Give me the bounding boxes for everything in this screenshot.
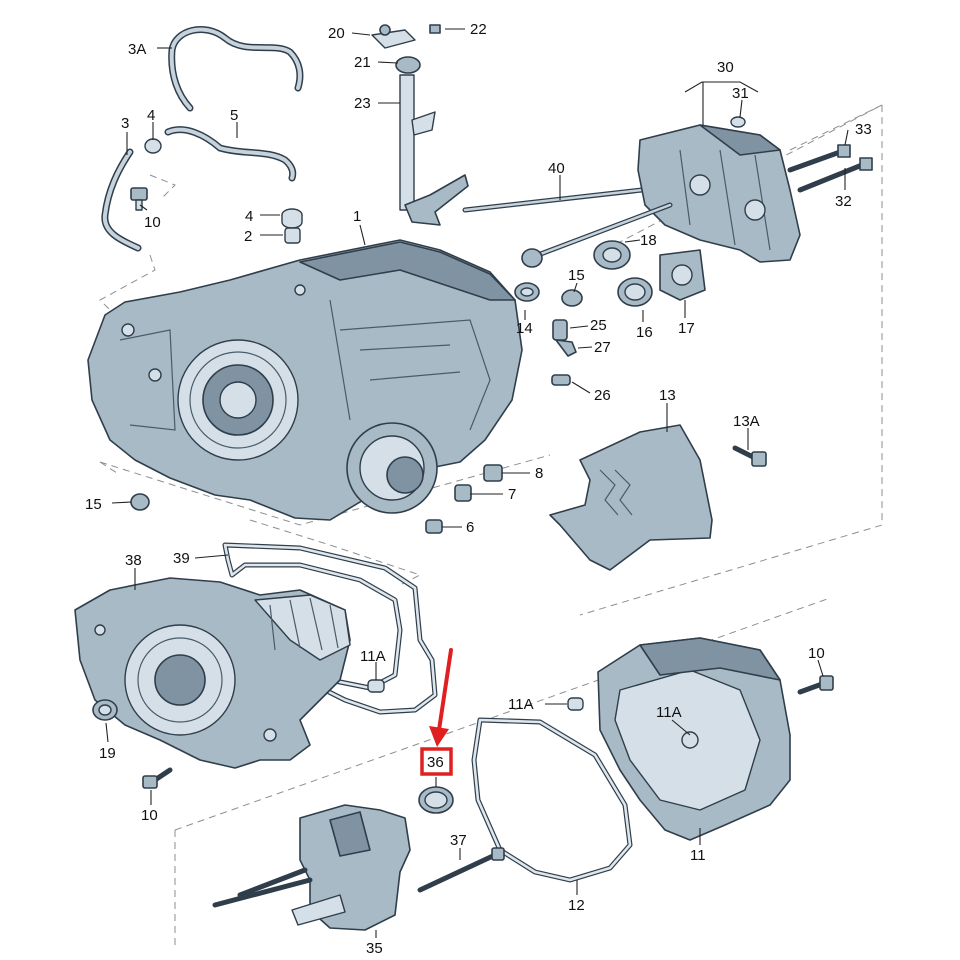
nut-15-lower <box>130 493 150 511</box>
seal-19 <box>92 699 118 721</box>
gearbox-38 <box>74 577 351 769</box>
bracket-35 <box>212 804 411 931</box>
bolt-10-lower-right <box>797 675 834 695</box>
label-26: 26 <box>594 387 611 404</box>
highlight-marker <box>420 648 453 776</box>
plug-6 <box>425 519 443 534</box>
gasket-12 <box>471 717 633 883</box>
cap-4 <box>281 208 303 229</box>
label-5: 5 <box>230 107 238 124</box>
bolt-13a <box>732 445 767 467</box>
bolt-32 <box>797 157 873 193</box>
seal-14 <box>514 282 540 302</box>
label-21: 21 <box>354 54 371 71</box>
plug-8 <box>483 464 503 482</box>
label-35: 35 <box>366 940 383 957</box>
label-12: 12 <box>568 897 585 914</box>
label-1: 1 <box>353 208 361 225</box>
highlight-box <box>420 747 453 776</box>
label-31: 31 <box>732 85 749 102</box>
plug-7 <box>454 484 472 502</box>
label-13: 13 <box>659 387 676 404</box>
label-17: 17 <box>678 320 695 337</box>
label-37: 37 <box>450 832 467 849</box>
output-shaft <box>521 202 673 268</box>
label-15-lower: 15 <box>85 496 102 513</box>
highlight-arrow-line <box>437 648 453 732</box>
nut-15-upper <box>561 289 583 307</box>
label-33: 33 <box>855 121 872 138</box>
label-36: 36 <box>427 754 444 771</box>
label-38: 38 <box>125 552 142 569</box>
label-14: 14 <box>516 320 533 337</box>
label-40: 40 <box>548 160 565 177</box>
pin-11a-left <box>367 679 385 693</box>
callout-labels: 3A 3 4 5 10 4 2 1 20 22 21 23 30 31 33 3… <box>85 21 872 957</box>
highlight-arrow-head <box>429 726 449 747</box>
label-11: 11 <box>690 847 706 864</box>
label-2: 2 <box>244 228 252 245</box>
label-4-cap: 4 <box>245 208 253 225</box>
shift-rod-40 <box>462 187 645 213</box>
bearing-18 <box>593 240 631 270</box>
bolt-10-upper <box>130 187 148 211</box>
label-11a-left: 11A <box>360 648 386 665</box>
label-10-lower-left: 10 <box>141 807 158 824</box>
shift-lever-assembly <box>371 24 469 226</box>
pin-11a-right <box>567 697 584 711</box>
label-3: 3 <box>121 115 129 132</box>
flange-17 <box>659 249 706 301</box>
label-4-hose: 4 <box>147 107 155 124</box>
label-13a: 13A <box>733 413 760 430</box>
label-39: 39 <box>173 550 190 567</box>
label-10-lower-right: 10 <box>808 645 825 662</box>
label-16: 16 <box>636 324 653 341</box>
label-3a: 3A <box>128 41 146 58</box>
label-15-upper: 15 <box>568 267 585 284</box>
label-20: 20 <box>328 25 345 42</box>
bolt-33 <box>787 144 851 173</box>
label-30: 30 <box>717 59 734 76</box>
label-11a-middle: 11A <box>508 696 534 713</box>
sensor-25 <box>552 319 577 357</box>
label-19: 19 <box>99 745 116 762</box>
rear-cover-11 <box>597 637 791 841</box>
transmission-housing-1 <box>87 239 523 521</box>
label-22: 22 <box>470 21 487 38</box>
leader-lines <box>105 28 849 938</box>
bolt-37 <box>417 847 505 893</box>
plug-26 <box>551 374 571 386</box>
breather-hose-5 <box>164 126 297 182</box>
label-8: 8 <box>535 465 543 482</box>
label-7: 7 <box>508 486 516 503</box>
bolt-10-lower-left <box>142 767 173 789</box>
label-10-upper: 10 <box>144 214 161 231</box>
label-23: 23 <box>354 95 371 112</box>
label-11a-right: 11A <box>656 704 682 721</box>
hose-cap-4 <box>144 138 162 154</box>
heat-shield-13 <box>549 424 713 571</box>
label-27: 27 <box>594 339 611 356</box>
cap-2 <box>284 227 301 244</box>
seal-ring-36 <box>418 786 454 814</box>
breather-hose-3 <box>101 148 142 252</box>
label-32: 32 <box>835 193 852 210</box>
label-18: 18 <box>640 232 657 249</box>
breather-hose-3a <box>168 26 304 112</box>
label-25: 25 <box>590 317 607 334</box>
transfer-case-30 <box>637 116 801 263</box>
bearing-16 <box>617 277 653 307</box>
label-6: 6 <box>466 519 474 536</box>
